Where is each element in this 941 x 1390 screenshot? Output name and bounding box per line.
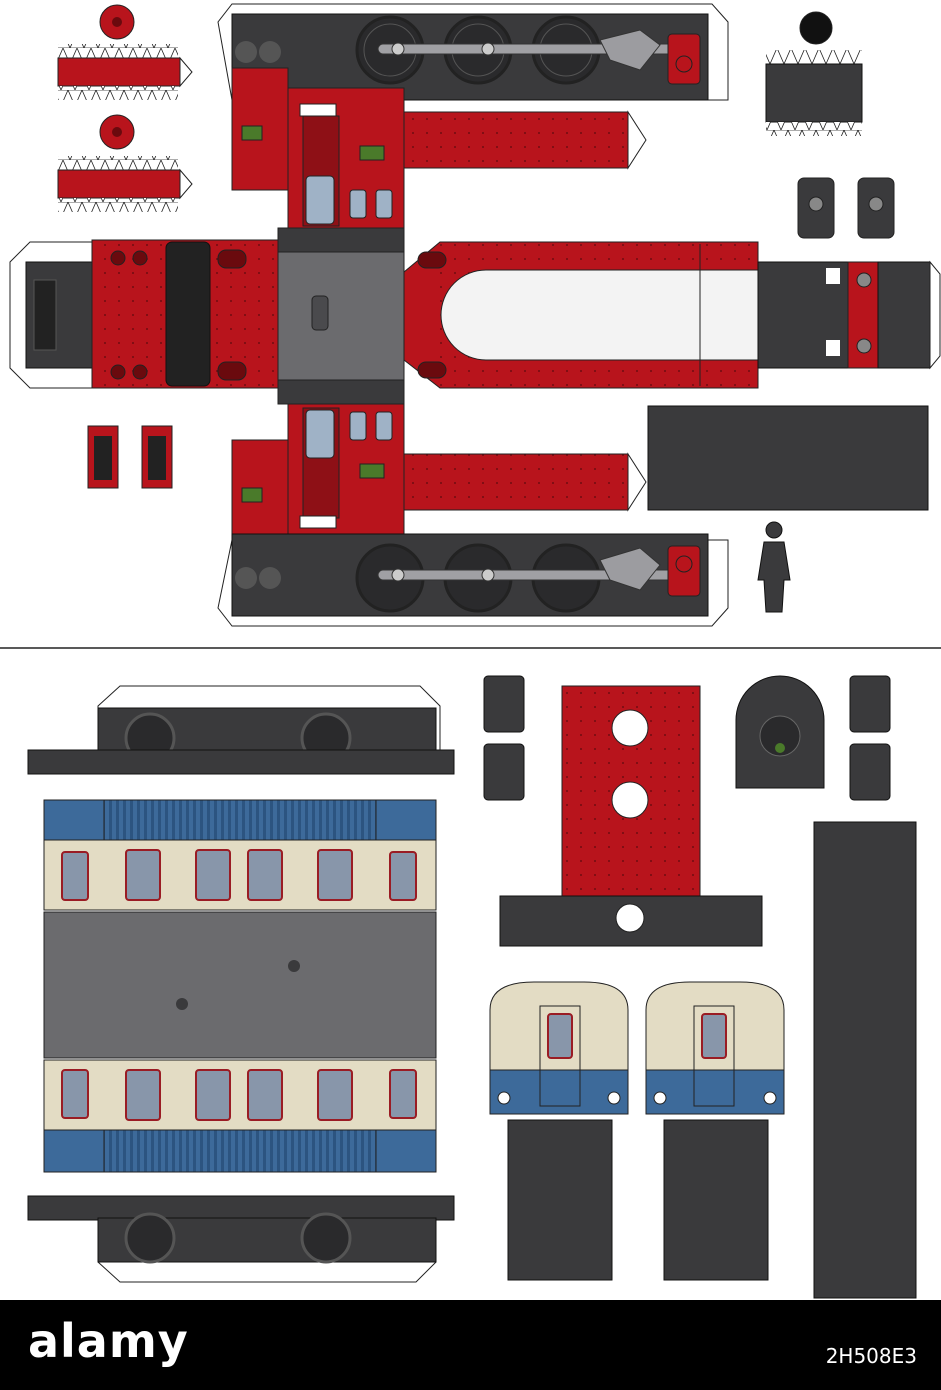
tender-base-panel	[647, 405, 929, 511]
stock-footer-bar: alamy 2H508E3	[0, 1300, 941, 1390]
loco-side-upper	[217, 3, 729, 101]
loco-middle-row	[9, 227, 941, 405]
wheel-part-2	[99, 114, 135, 150]
wheel-part-1	[99, 4, 135, 40]
coach-end-2	[645, 981, 785, 1281]
coach-side-lower	[43, 1059, 437, 1173]
coach-section	[27, 675, 917, 1299]
boiler-strip-1	[57, 44, 193, 100]
scale-figure	[757, 521, 791, 613]
tender-top	[765, 11, 863, 136]
coach-end-1	[489, 981, 629, 1281]
brand-logo: alamy	[28, 1314, 189, 1368]
boiler-top-part	[499, 685, 763, 947]
cab-steps	[87, 425, 173, 489]
cab-lower	[231, 403, 647, 563]
coach-roof	[43, 911, 437, 1059]
locomotive-section	[9, 3, 941, 627]
image-id-label: 2H508E3	[825, 1344, 917, 1368]
loco-side-lower	[217, 533, 729, 627]
tender-side-strip	[813, 821, 917, 1299]
coupling-parts	[797, 177, 895, 239]
boiler-strip-2	[57, 156, 193, 212]
coach-side-upper	[43, 799, 437, 911]
buffer-parts	[483, 675, 891, 801]
paper-model-sheet	[0, 3, 941, 1299]
smokebox-front	[735, 675, 825, 789]
cab-upper	[231, 67, 647, 229]
